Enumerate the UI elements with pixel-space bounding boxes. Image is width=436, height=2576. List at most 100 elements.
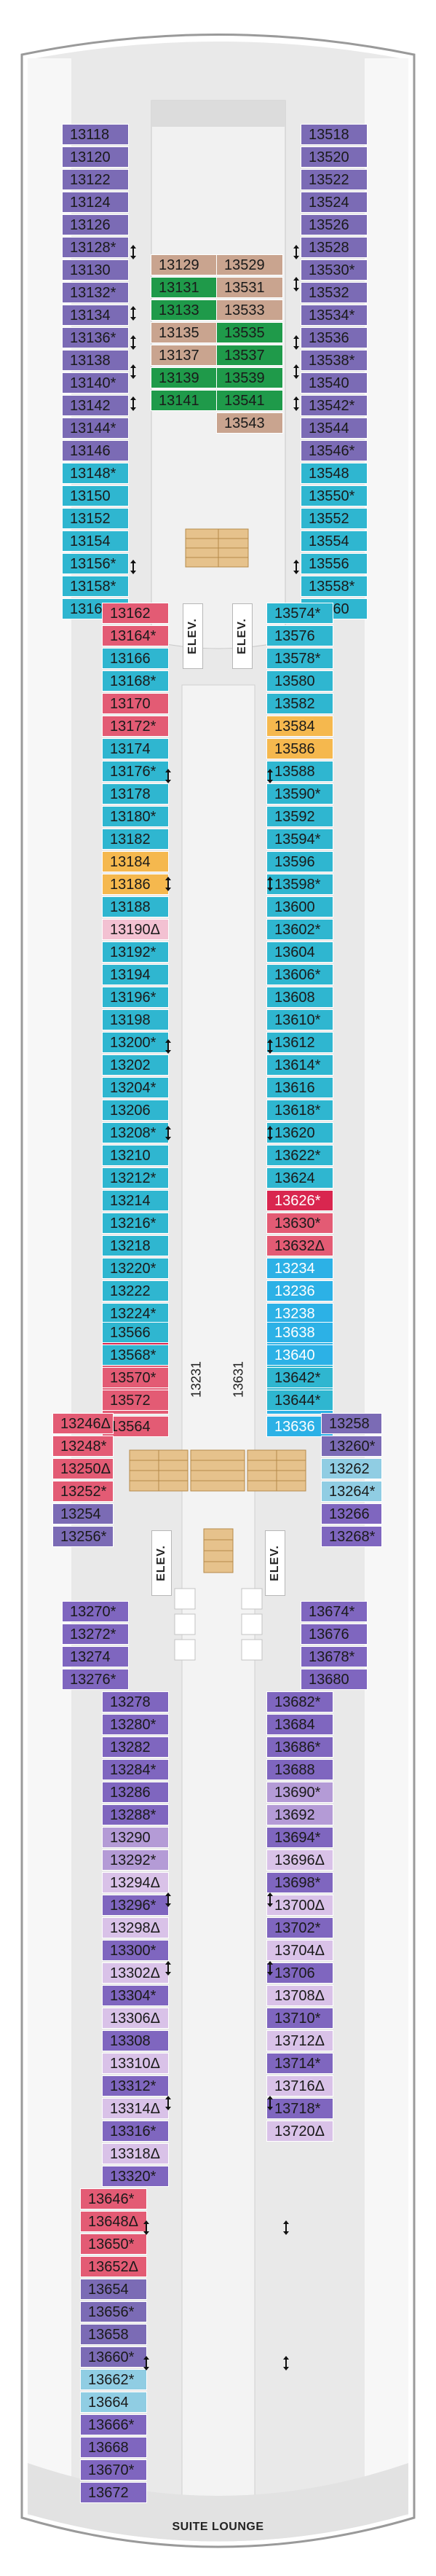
cabin-13176-star[interactable]: 13176* xyxy=(102,761,169,782)
cabin-13672[interactable]: 13672 xyxy=(80,2482,147,2503)
cabin-13129[interactable]: 13129 xyxy=(151,254,218,275)
cabin-13174[interactable]: 13174 xyxy=(102,738,169,759)
cabin-13714-star[interactable]: 13714* xyxy=(266,2053,333,2074)
cabin-13138[interactable]: 13138 xyxy=(62,350,129,371)
cabin-13134[interactable]: 13134 xyxy=(62,305,129,326)
cabin-13720-delta[interactable]: 13720Δ xyxy=(266,2121,333,2142)
cabin-13137[interactable]: 13137 xyxy=(151,345,218,366)
cabin-13140-star[interactable]: 13140* xyxy=(62,372,129,394)
cabin-13312-star[interactable]: 13312* xyxy=(102,2075,169,2097)
cabin-13654[interactable]: 13654 xyxy=(80,2279,147,2300)
cabin-13254[interactable]: 13254 xyxy=(52,1503,114,1524)
cabin-13684[interactable]: 13684 xyxy=(266,1714,333,1735)
cabin-13650-star[interactable]: 13650* xyxy=(80,2234,147,2255)
cabin-13314-delta[interactable]: 13314Δ xyxy=(102,2098,169,2119)
cabin-13524[interactable]: 13524 xyxy=(301,192,368,213)
cabin-13568-star[interactable]: 13568* xyxy=(102,1344,169,1366)
cabin-13652-delta[interactable]: 13652Δ xyxy=(80,2256,147,2277)
cabin-13614-star[interactable]: 13614* xyxy=(266,1054,333,1076)
cabin-13206[interactable]: 13206 xyxy=(102,1100,169,1121)
cabin-13162[interactable]: 13162 xyxy=(102,603,169,624)
cabin-13578-star[interactable]: 13578* xyxy=(266,648,333,669)
cabin-13164-star[interactable]: 13164* xyxy=(102,625,169,646)
cabin-13656-star[interactable]: 13656* xyxy=(80,2301,147,2322)
cabin-13142[interactable]: 13142 xyxy=(62,395,129,416)
cabin-13532[interactable]: 13532 xyxy=(301,282,368,303)
cabin-13130[interactable]: 13130 xyxy=(62,259,129,281)
cabin-13630-star[interactable]: 13630* xyxy=(266,1213,333,1234)
cabin-13648-delta[interactable]: 13648Δ xyxy=(80,2211,147,2232)
cabin-13186[interactable]: 13186 xyxy=(102,874,169,895)
cabin-13308[interactable]: 13308 xyxy=(102,2030,169,2051)
cabin-13696-delta[interactable]: 13696Δ xyxy=(266,1849,333,1871)
cabin-13596[interactable]: 13596 xyxy=(266,851,333,872)
cabin-13682-star[interactable]: 13682* xyxy=(266,1691,333,1712)
cabin-13320-star[interactable]: 13320* xyxy=(102,2166,169,2187)
cabin-13548[interactable]: 13548 xyxy=(301,463,368,484)
cabin-13158-star[interactable]: 13158* xyxy=(62,576,129,597)
cabin-13168-star[interactable]: 13168* xyxy=(102,670,169,692)
cabin-13531[interactable]: 13531 xyxy=(216,277,283,298)
cabin-13270-star[interactable]: 13270* xyxy=(62,1601,129,1622)
cabin-13616[interactable]: 13616 xyxy=(266,1077,333,1098)
cabin-13534-star[interactable]: 13534* xyxy=(301,305,368,326)
cabin-13120[interactable]: 13120 xyxy=(62,146,129,168)
cabin-13182[interactable]: 13182 xyxy=(102,829,169,850)
cabin-13612[interactable]: 13612 xyxy=(266,1032,333,1053)
cabin-13288-star[interactable]: 13288* xyxy=(102,1804,169,1825)
cabin-13670-star[interactable]: 13670* xyxy=(80,2459,147,2481)
cabin-13642-star[interactable]: 13642* xyxy=(266,1367,333,1388)
cabin-13718-star[interactable]: 13718* xyxy=(266,2098,333,2119)
cabin-13246-delta[interactable]: 13246Δ xyxy=(52,1413,114,1434)
cabin-13318-delta[interactable]: 13318Δ xyxy=(102,2143,169,2164)
cabin-13537[interactable]: 13537 xyxy=(216,345,283,366)
cabin-13662-star[interactable]: 13662* xyxy=(80,2369,147,2390)
cabin-13131[interactable]: 13131 xyxy=(151,277,218,298)
cabin-13124[interactable]: 13124 xyxy=(62,192,129,213)
cabin-13276-star[interactable]: 13276* xyxy=(62,1669,129,1690)
cabin-13542-star[interactable]: 13542* xyxy=(301,395,368,416)
cabin-13178[interactable]: 13178 xyxy=(102,783,169,804)
cabin-13210[interactable]: 13210 xyxy=(102,1145,169,1166)
cabin-13286[interactable]: 13286 xyxy=(102,1782,169,1803)
cabin-13166[interactable]: 13166 xyxy=(102,648,169,669)
cabin-13598-star[interactable]: 13598* xyxy=(266,874,333,895)
cabin-13190-delta[interactable]: 13190Δ xyxy=(102,919,169,940)
cabin-13141[interactable]: 13141 xyxy=(151,390,218,411)
cabin-13196-star[interactable]: 13196* xyxy=(102,987,169,1008)
cabin-13264-star[interactable]: 13264* xyxy=(321,1481,382,1502)
cabin-13574-star[interactable]: 13574* xyxy=(266,603,333,624)
cabin-13708-delta[interactable]: 13708Δ xyxy=(266,1985,333,2006)
cabin-13608[interactable]: 13608 xyxy=(266,987,333,1008)
cabin-13298-delta[interactable]: 13298Δ xyxy=(102,1917,169,1938)
cabin-13214[interactable]: 13214 xyxy=(102,1190,169,1211)
cabin-13302-delta[interactable]: 13302Δ xyxy=(102,1962,169,1984)
cabin-13128-star[interactable]: 13128* xyxy=(62,237,129,258)
cabin-13660-star[interactable]: 13660* xyxy=(80,2346,147,2368)
cabin-13529[interactable]: 13529 xyxy=(216,254,283,275)
cabin-13580[interactable]: 13580 xyxy=(266,670,333,692)
cabin-13602-star[interactable]: 13602* xyxy=(266,919,333,940)
cabin-13238[interactable]: 13238 xyxy=(266,1303,333,1324)
cabin-13592[interactable]: 13592 xyxy=(266,806,333,827)
cabin-13154[interactable]: 13154 xyxy=(62,531,129,552)
cabin-13552[interactable]: 13552 xyxy=(301,508,368,529)
cabin-13546-star[interactable]: 13546* xyxy=(301,440,368,461)
cabin-13222[interactable]: 13222 xyxy=(102,1280,169,1301)
cabin-13582[interactable]: 13582 xyxy=(266,693,333,714)
cabin-13626-star[interactable]: 13626* xyxy=(266,1190,333,1211)
cabin-13676[interactable]: 13676 xyxy=(301,1624,368,1645)
cabin-13694-star[interactable]: 13694* xyxy=(266,1827,333,1848)
cabin-13152[interactable]: 13152 xyxy=(62,508,129,529)
cabin-13539[interactable]: 13539 xyxy=(216,367,283,388)
cabin-13262[interactable]: 13262 xyxy=(321,1458,382,1479)
cabin-13586[interactable]: 13586 xyxy=(266,738,333,759)
cabin-13278[interactable]: 13278 xyxy=(102,1691,169,1712)
cabin-13256-star[interactable]: 13256* xyxy=(52,1526,114,1547)
cabin-13712-delta[interactable]: 13712Δ xyxy=(266,2030,333,2051)
cabin-13520[interactable]: 13520 xyxy=(301,146,368,168)
cabin-13698-star[interactable]: 13698* xyxy=(266,1872,333,1893)
cabin-13541[interactable]: 13541 xyxy=(216,390,283,411)
cabin-13522[interactable]: 13522 xyxy=(301,169,368,190)
cabin-13200-star[interactable]: 13200* xyxy=(102,1032,169,1053)
